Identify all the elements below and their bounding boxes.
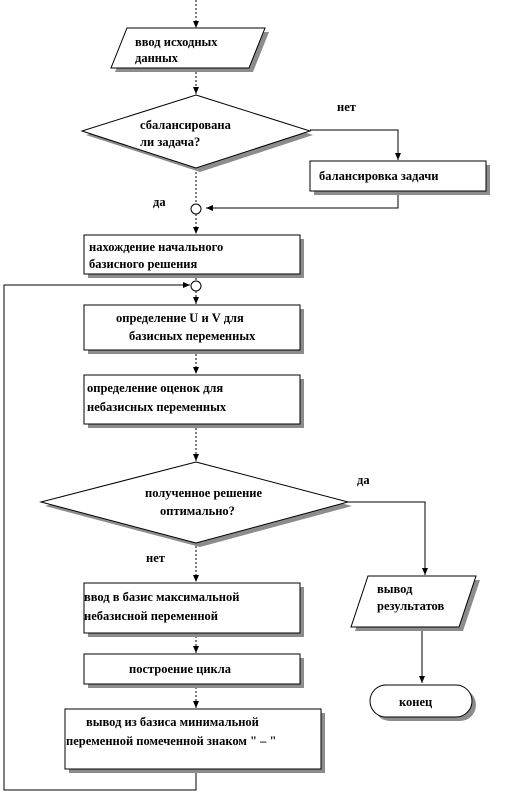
build-cycle-block: построение цикла xyxy=(83,653,304,688)
initial-solution-line1: нахождение начального xyxy=(89,240,223,254)
estimates-line1: определение оценок для xyxy=(87,381,223,395)
exit-basis-line2: переменной помеченной знаком " – " xyxy=(66,734,276,748)
balance-task-text: балансировка задачи xyxy=(319,169,438,183)
arrow-yes-to-output xyxy=(348,501,428,575)
input-text-line2: данных xyxy=(135,51,179,65)
estimates-line2: небазисных переменных xyxy=(87,400,227,414)
input-block: ввод исходных данных xyxy=(110,27,269,72)
enter-basis-line2: небазисной переменной xyxy=(84,609,218,623)
initial-solution-block: нахождение начального базисного решения xyxy=(83,234,304,278)
estimates-block: определение оценок для небазисных переме… xyxy=(83,374,304,428)
enter-basis-line1: ввод в базис максимальной xyxy=(84,590,239,604)
end-text: конец xyxy=(399,695,432,709)
build-cycle-text: построение цикла xyxy=(129,662,232,676)
output-text-line2: результатов xyxy=(377,599,444,613)
label-no-balanced: нет xyxy=(337,100,356,114)
balanced-decision: сбалансирована ли задача? xyxy=(80,94,313,172)
balanced-decision-line2: ли задача? xyxy=(140,135,200,149)
optimal-decision: полученное решение оптимально? xyxy=(39,461,352,547)
initial-solution-line2: базисного решения xyxy=(89,257,197,271)
label-no-optimal: нет xyxy=(146,551,165,565)
merge-connector xyxy=(190,203,202,215)
exit-basis-line1: вывод из базиса минимальной xyxy=(86,715,259,729)
label-yes-optimal: да xyxy=(357,473,370,487)
output-block: вывод результатов xyxy=(350,575,480,631)
arrow-loop-back xyxy=(3,282,197,791)
balanced-decision-line1: сбалансирована xyxy=(140,118,232,132)
exit-basis-block: вывод из базиса минимальной переменной п… xyxy=(64,708,325,773)
arrow-no-to-balance xyxy=(310,129,401,160)
output-text-line1: вывод xyxy=(377,582,413,596)
determine-uv-block: определение U и V для базисных переменны… xyxy=(83,304,304,354)
enter-basis-block: ввод в базис максимальной небазисной пер… xyxy=(83,582,304,637)
determine-uv-line1: определение U и V для xyxy=(116,311,244,325)
determine-uv-line2: базисных переменных xyxy=(129,329,256,343)
end-block: конец xyxy=(369,684,476,721)
balance-task-block: балансировка задачи xyxy=(309,160,490,195)
loop-connector xyxy=(190,280,202,292)
label-yes-balanced: да xyxy=(153,195,166,209)
input-text-line1: ввод исходных xyxy=(135,35,218,49)
optimal-decision-line2: оптимально? xyxy=(160,504,235,518)
arrow-balance-to-merge xyxy=(206,190,399,211)
connectors xyxy=(3,0,428,791)
optimal-decision-line1: полученное решение xyxy=(145,486,262,500)
